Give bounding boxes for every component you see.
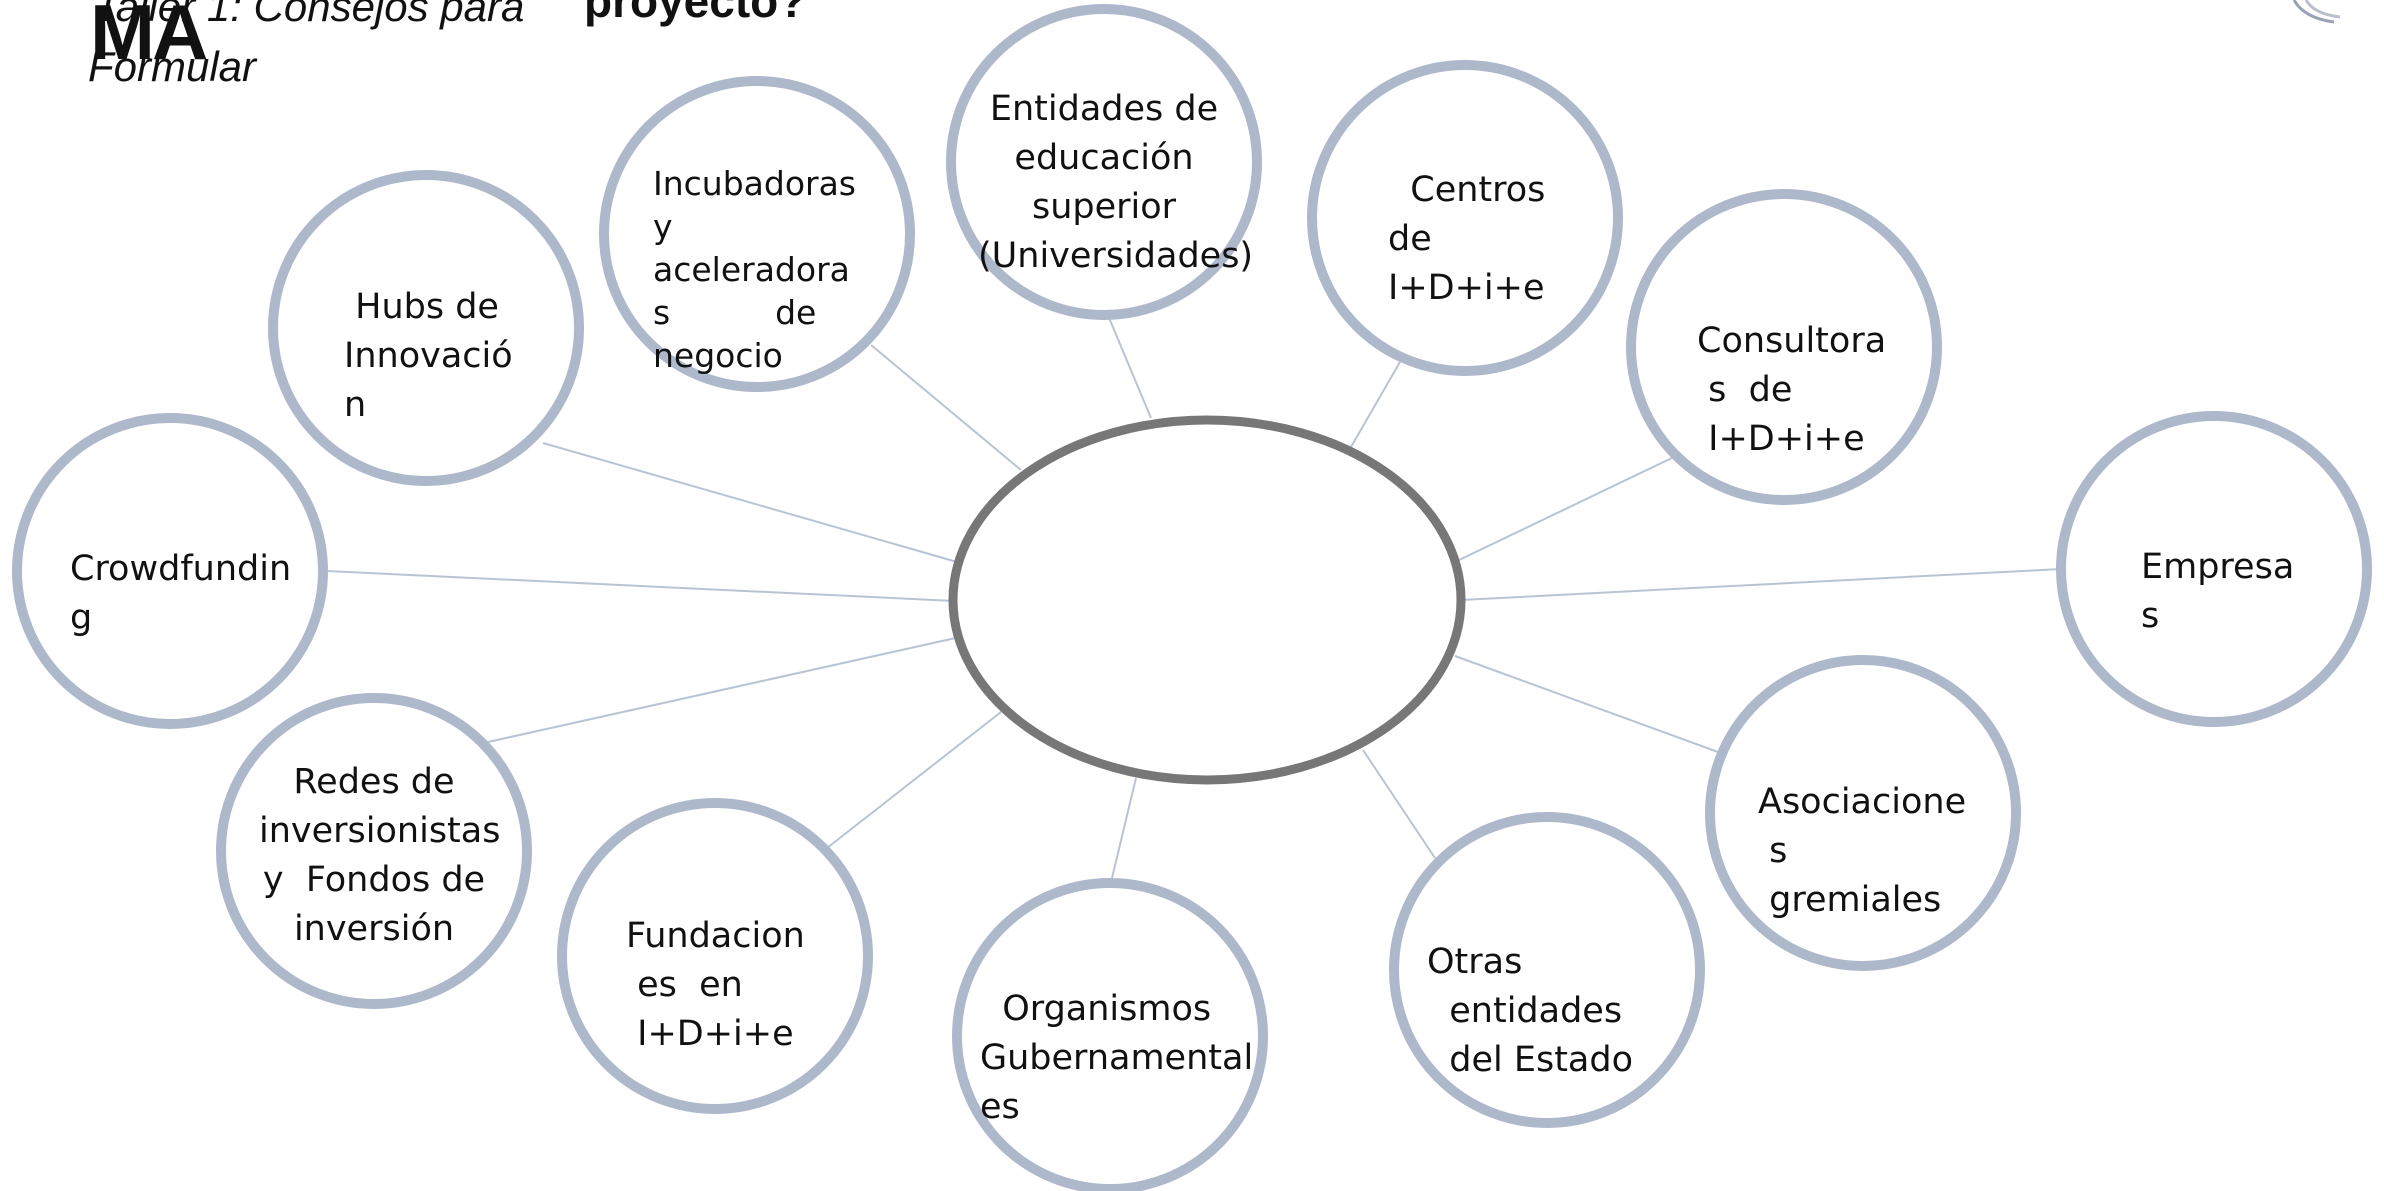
node-label-redes-inversionistas: Redes de inversionistas y Fondos de inve… bbox=[259, 762, 501, 949]
node-label-organismos-gubernamentales: Organismos Gubernamental es bbox=[980, 989, 1254, 1127]
header-title-fragment: proyecto? bbox=[584, 0, 807, 27]
node-rings bbox=[12, 4, 2372, 1191]
connector-fundaciones-idie bbox=[826, 711, 1002, 849]
connector-consultoras-idie bbox=[1456, 455, 1677, 562]
header-overlay-text: MA bbox=[90, 0, 208, 76]
node-label-otras-entidades-estado: Otras entidades del Estado bbox=[1427, 942, 1634, 1080]
node-label-centros-idie: Centros de I+D+i+e bbox=[1388, 170, 1546, 308]
ring-fundaciones-idie bbox=[557, 798, 873, 1114]
ring-crowdfunding bbox=[12, 413, 328, 729]
connector-centros-idie bbox=[1350, 361, 1401, 448]
header-title-line1: Taller 1: Consejos para bbox=[94, 0, 525, 30]
connector-redes-inversionistas bbox=[487, 636, 961, 743]
node-label-consultoras-idie: Consultora s de I+D+i+e bbox=[1697, 321, 1887, 459]
node-label-empresas: Empresa s bbox=[2141, 547, 2295, 636]
ring-empresas bbox=[2056, 411, 2372, 727]
ring-centros-idie bbox=[1307, 60, 1623, 376]
ring-entidades-educacion-superior bbox=[946, 4, 1262, 320]
connector-incubadoras-aceleradoras bbox=[870, 344, 1022, 471]
connector-entidades-educacion-superior bbox=[1106, 312, 1152, 419]
ring-incubadoras-aceleradoras bbox=[599, 76, 915, 392]
connector-empresas bbox=[1460, 568, 2062, 601]
connector-crowdfunding bbox=[325, 570, 956, 602]
node-label-hubs-innovacion: Hubs de Innovació n bbox=[344, 287, 513, 425]
connector-lines bbox=[325, 312, 2062, 879]
ring-otras-entidades-estado bbox=[1389, 812, 1705, 1128]
connector-hubs-innovacion bbox=[542, 442, 958, 563]
ring-organismos-gubernamentales bbox=[952, 878, 1268, 1191]
node-label-incubadoras-aceleradoras: Incubadoras y aceleradora s de negocio bbox=[653, 164, 856, 375]
ring-hubs-innovacion bbox=[268, 170, 584, 486]
center-ellipse bbox=[948, 415, 1466, 785]
logo-icon bbox=[2292, 0, 2341, 24]
connector-asociaciones-gremiales bbox=[1454, 655, 1719, 753]
node-label-asociaciones-gremiales: Asociacione s gremiales bbox=[1758, 782, 1967, 920]
node-label-fundaciones-idie: Fundacion es en I+D+i+e bbox=[626, 916, 805, 1054]
connector-organismos-gubernamentales bbox=[1111, 777, 1137, 879]
ring-consultoras-idie bbox=[1626, 189, 1942, 505]
ring-asociaciones-gremiales bbox=[1705, 655, 2021, 971]
node-label-crowdfunding: Crowdfundin g bbox=[70, 549, 292, 638]
ring-redes-inversionistas bbox=[216, 693, 532, 1009]
header-title-line2: Formular bbox=[88, 43, 257, 90]
connector-otras-entidades-estado bbox=[1362, 749, 1436, 859]
node-label-entidades-educacion-superior: Entidades de educación superior (Univers… bbox=[978, 89, 1254, 276]
